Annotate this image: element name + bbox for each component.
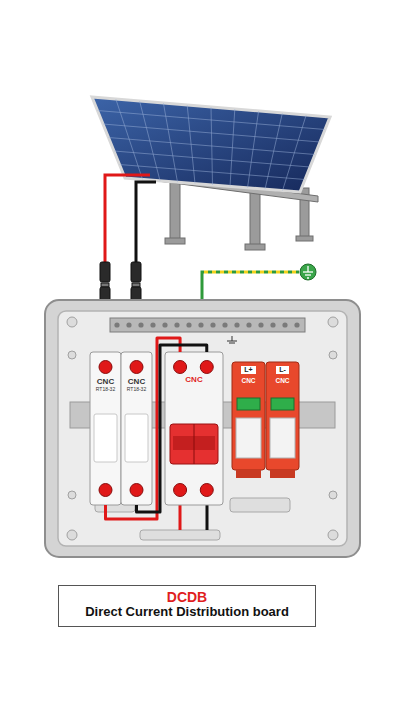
node-text: CNC bbox=[241, 377, 255, 384]
node-title: CNC bbox=[185, 376, 202, 385]
fuse-holder: CNCRT18-32 bbox=[121, 352, 152, 505]
surge-protector-body bbox=[232, 362, 265, 478]
fuse-holder: CNCRT18-32 bbox=[90, 352, 121, 505]
node-text: CNC bbox=[275, 377, 289, 384]
dc-breaker: CNC bbox=[165, 352, 223, 505]
surge-protector: L+ CNC bbox=[232, 362, 265, 470]
surge-protector: L- CNC bbox=[266, 362, 299, 470]
fuse-holder-body bbox=[90, 352, 121, 505]
earth-bar bbox=[110, 318, 305, 343]
node-title: L+ bbox=[241, 366, 255, 374]
solar-panel bbox=[92, 97, 330, 192]
enclosure bbox=[45, 300, 360, 557]
surge-protector-body bbox=[266, 362, 299, 478]
caption-box: DCDBDirect Current Distribution board bbox=[58, 585, 316, 627]
node-title: CNC bbox=[97, 378, 114, 387]
fuse-holder-body bbox=[121, 352, 152, 505]
node-text: Direct Current Distribution board bbox=[85, 605, 289, 619]
node-title: DCDB bbox=[167, 590, 207, 605]
node-text: RT18-32 bbox=[127, 387, 146, 393]
wire-connector bbox=[137, 345, 207, 512]
node-title: L- bbox=[276, 366, 289, 374]
wire-connector bbox=[106, 338, 181, 519]
node-title: CNC bbox=[128, 378, 145, 387]
node-text: RT18-32 bbox=[96, 387, 115, 393]
dc-breaker-body bbox=[165, 352, 223, 505]
output-wires bbox=[180, 505, 207, 530]
